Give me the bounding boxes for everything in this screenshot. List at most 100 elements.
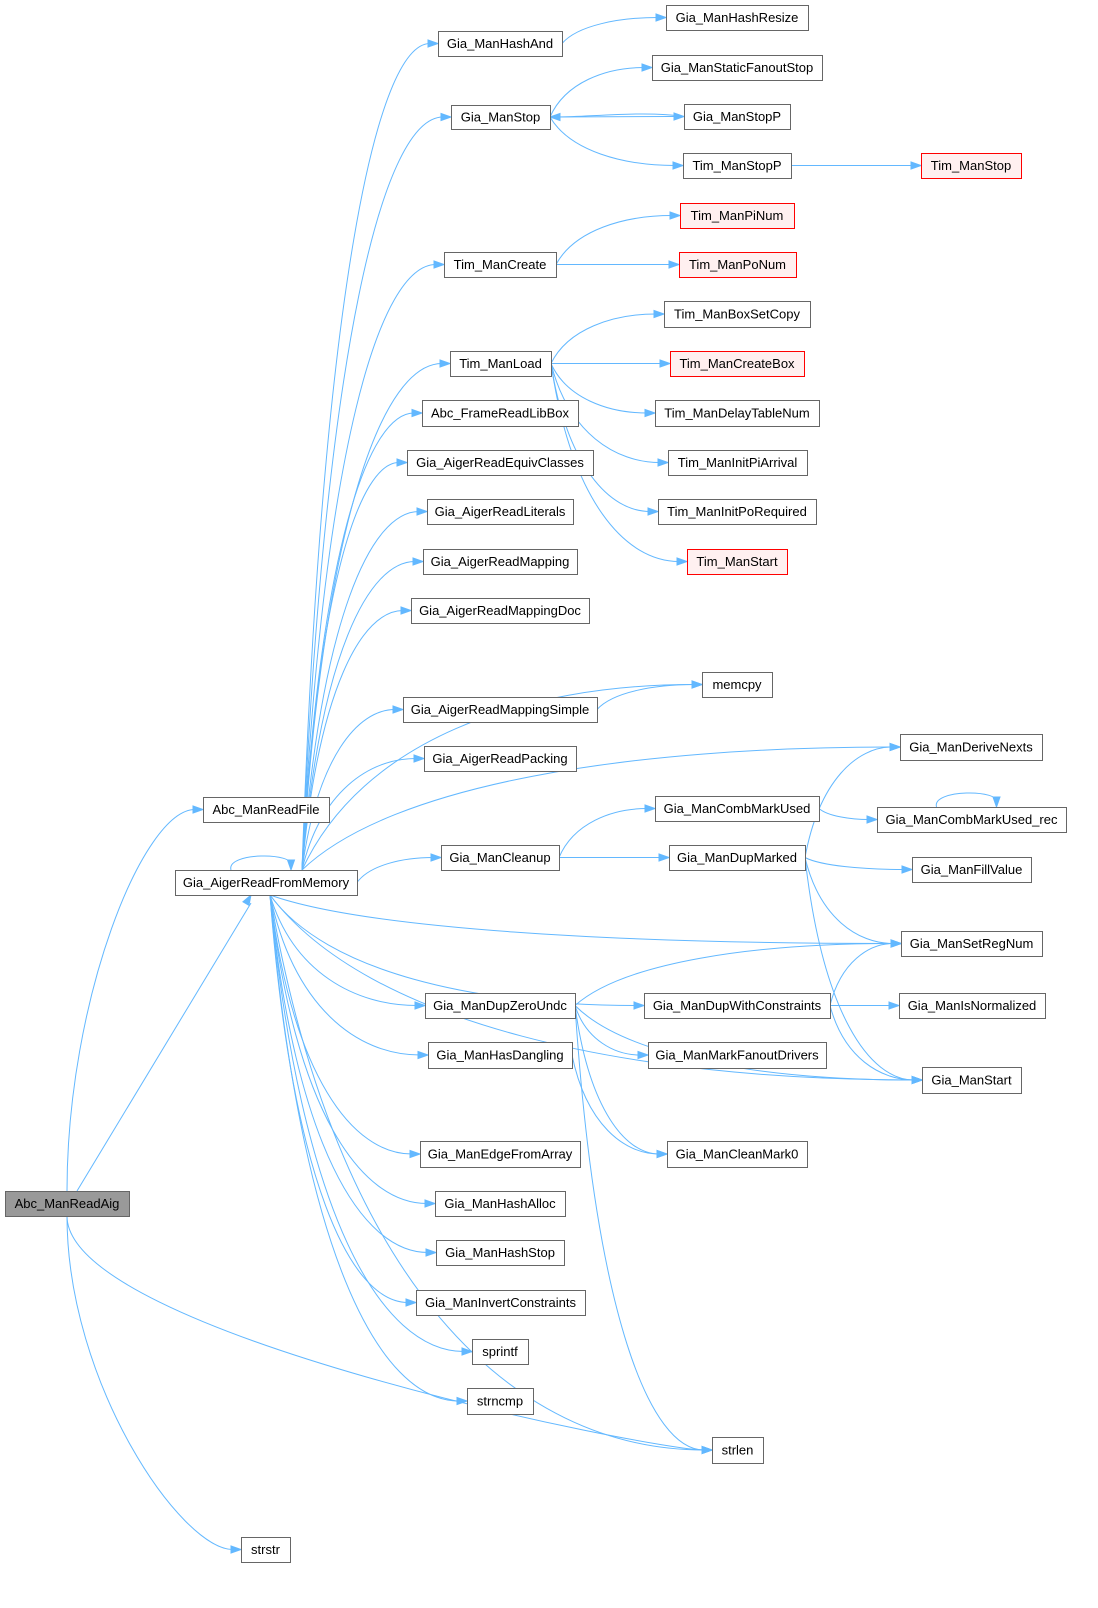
arrowhead-icon (668, 260, 681, 269)
node-box (450, 351, 552, 377)
node-gia-aigerreadmappingdoc[interactable]: Gia_AigerReadMappingDoc (411, 598, 590, 624)
node-gia-mandupwithconstraints[interactable]: Gia_ManDupWithConstraints (644, 993, 831, 1019)
arrowhead-icon (413, 754, 426, 763)
edge-gia-mandupwithconstraints-to-gia-manstart (829, 1005, 924, 1085)
node-strstr[interactable]: strstr (241, 1537, 291, 1563)
node-abc-manreadfile[interactable]: Abc_ManReadFile (203, 797, 330, 823)
arrowhead-icon (425, 1248, 438, 1257)
node-gia-mandupzeroundc[interactable]: Gia_ManDupZeroUndc (425, 993, 576, 1019)
node-gia-aigerreadpacking[interactable]: Gia_AigerReadPacking (424, 746, 577, 772)
node-gia-mandupmarked[interactable]: Gia_ManDupMarked (669, 845, 806, 871)
node-gia-aigerreadmappingsimple[interactable]: Gia_AigerReadMappingSimple (403, 697, 598, 723)
node-gia-mansetregnum[interactable]: Gia_ManSetRegNum (901, 931, 1043, 957)
node-label: Gia_ManHashAlloc (444, 1196, 556, 1211)
node-box (712, 1437, 764, 1464)
node-label: Tim_ManDelayTableNum (664, 405, 809, 420)
edge-line (818, 808, 870, 820)
edge-gia-aigerreadfrommemory-to-gia-manstop (301, 112, 453, 871)
node-gia-manstaticfanoutstop[interactable]: Gia_ManStaticFanoutStop (652, 55, 823, 81)
node-gia-manhashand[interactable]: Gia_ManHashAnd (438, 31, 563, 57)
node-box (411, 598, 590, 624)
node-gia-manhashresize[interactable]: Gia_ManHashResize (666, 5, 809, 31)
node-gia-manfillvalue[interactable]: Gia_ManFillValue (912, 857, 1032, 883)
node-tim-manstopp[interactable]: Tim_ManStopP (683, 153, 792, 179)
edge-gia-aigerreadfrommemory-to-sprintf (269, 894, 474, 1356)
node-label: Tim_ManPiNum (691, 208, 784, 223)
node-gia-manstopp[interactable]: Gia_ManStopP (684, 104, 791, 130)
edge-line (555, 215, 673, 265)
node-gia-manmarkfanoutdrivers[interactable]: Gia_ManMarkFanoutDrivers (648, 1042, 827, 1069)
node-label: Tim_ManBoxSetCopy (674, 306, 800, 321)
edge-tim-manload-to-tim-manboxsetcopy (550, 309, 666, 364)
node-gia-manderivenexts[interactable]: Gia_ManDeriveNexts (900, 734, 1043, 761)
node-gia-manhasdangling[interactable]: Gia_ManHasDangling (428, 1042, 573, 1069)
arrowhead-icon (414, 1001, 427, 1010)
node-gia-mancombmarkused[interactable]: Gia_ManCombMarkUsed (655, 796, 820, 822)
node-tim-manload[interactable]: Tim_ManLoad (450, 351, 552, 377)
node-gia-aigerreadmapping[interactable]: Gia_AigerReadMapping (423, 549, 578, 575)
edge-line (356, 857, 434, 883)
node-strncmp[interactable]: strncmp (467, 1388, 534, 1415)
node-box (912, 857, 1032, 883)
node-gia-aigerreadequivclasses[interactable]: Gia_AigerReadEquivClasses (407, 450, 594, 476)
node-box (435, 1191, 566, 1217)
node-label: Gia_ManIsNormalized (908, 998, 1037, 1013)
node-gia-mancombmarkused-rec[interactable]: Gia_ManCombMarkUsed_rec (877, 807, 1067, 833)
node-tim-maninitporequired[interactable]: Tim_ManInitPoRequired (658, 499, 817, 525)
node-gia-manhashalloc[interactable]: Gia_ManHashAlloc (435, 1191, 566, 1217)
node-gia-mancleanup[interactable]: Gia_ManCleanup (441, 845, 560, 871)
node-abc-manreadaig[interactable]: Abc_ManReadAig (5, 1191, 130, 1217)
node-tim-manstart[interactable]: Tim_ManStart (687, 549, 788, 575)
node-box (472, 1339, 529, 1365)
arrowhead-icon (653, 309, 666, 319)
node-gia-aigerreadliterals[interactable]: Gia_AigerReadLiterals (427, 499, 574, 525)
node-tim-manboxsetcopy[interactable]: Tim_ManBoxSetCopy (664, 301, 811, 328)
edge-gia-aigerreadfrommemory-to-gia-maninvertconstraints (269, 894, 418, 1307)
node-gia-manisnormalized[interactable]: Gia_ManIsNormalized (899, 993, 1046, 1019)
edge-line (269, 894, 460, 1402)
edge-gia-mandupzeroundc-to-gia-mancleanmark0 (574, 1005, 669, 1159)
node-box (424, 746, 577, 772)
edge-line (571, 1054, 660, 1155)
node-box (666, 5, 809, 31)
node-box (687, 549, 788, 575)
node-tim-mancreatebox[interactable]: Tim_ManCreateBox (670, 351, 805, 377)
node-box (425, 993, 576, 1019)
edge-tim-manload-to-tim-maninitpiarrival (550, 363, 670, 467)
arrowhead-icon (657, 458, 670, 467)
node-gia-manstop[interactable]: Gia_ManStop (451, 105, 551, 130)
node-gia-mancleanmark0[interactable]: Gia_ManCleanMark0 (667, 1141, 808, 1168)
node-tim-mandelaytablenum[interactable]: Tim_ManDelayTableNum (655, 400, 820, 427)
node-box (877, 807, 1067, 833)
node-gia-manedgefromarray[interactable]: Gia_ManEdgeFromArray (420, 1141, 581, 1168)
node-tim-mancreate[interactable]: Tim_ManCreate (444, 252, 557, 278)
arrowhead-icon (673, 112, 686, 121)
node-tim-manponum[interactable]: Tim_ManPoNum (679, 252, 797, 278)
node-box (467, 1388, 534, 1415)
node-label: Abc_ManReadFile (213, 802, 320, 817)
node-tim-maninitpiarrival[interactable]: Tim_ManInitPiArrival (668, 450, 808, 476)
node-label: Gia_ManHashStop (445, 1245, 555, 1260)
node-label: Gia_AigerReadMappingSimple (411, 702, 590, 717)
node-tim-manstop[interactable]: Tim_ManStop (921, 153, 1022, 179)
edge-line (558, 808, 648, 858)
edge-gia-mancombmarkused-rec-to-gia-mancombmarkused-rec (935, 792, 1001, 809)
arrowhead-icon (866, 815, 879, 824)
edge-abc-manreadaig-to-strstr (66, 1215, 243, 1554)
node-memcpy[interactable]: memcpy (702, 672, 773, 698)
edge-line (574, 943, 894, 1006)
node-tim-manpinum[interactable]: Tim_ManPiNum (680, 203, 795, 229)
node-gia-manstart[interactable]: Gia_ManStart (922, 1067, 1022, 1094)
edge-line (269, 894, 429, 1253)
node-strlen[interactable]: strlen (712, 1437, 764, 1464)
node-label: Gia_ManCombMarkUsed (664, 801, 811, 816)
node-abc-framereadlibbox[interactable]: Abc_FrameReadLibBox (422, 400, 579, 427)
edge-gia-aigerreadfrommemory-to-gia-manhasdangling (269, 894, 430, 1060)
arrowhead-icon (392, 705, 405, 714)
node-gia-manhashstop[interactable]: Gia_ManHashStop (436, 1240, 565, 1266)
node-gia-aigerreadfrommemory[interactable]: Gia_AigerReadFromMemory (175, 870, 358, 896)
node-sprintf[interactable]: sprintf (472, 1339, 529, 1365)
node-gia-maninvertconstraints[interactable]: Gia_ManInvertConstraints (416, 1290, 586, 1316)
node-box (451, 105, 551, 130)
edge-line (561, 17, 659, 44)
